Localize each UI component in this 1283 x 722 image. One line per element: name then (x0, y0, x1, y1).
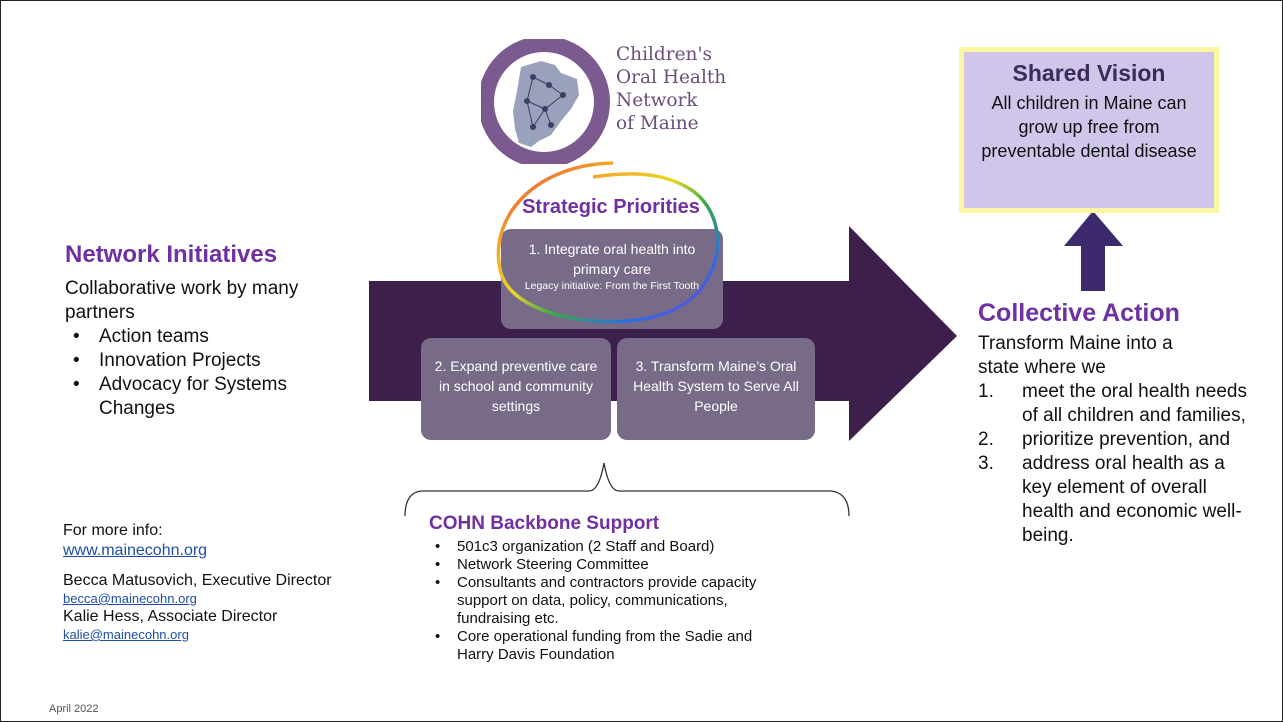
priority-2-box: 2. Expand preventive care in school and … (421, 338, 611, 440)
footer-date: April 2022 (49, 703, 99, 715)
person-2: Kalie Hess, Associate Director (63, 608, 278, 625)
backbone-list: 501c3 organization (2 Staff and Board) N… (429, 538, 789, 664)
backbone-item: Core operational funding from the Sadie … (429, 628, 789, 664)
network-item: Innovation Projects (65, 349, 325, 373)
backbone-title: COHN Backbone Support (429, 513, 660, 534)
backbone-item: 501c3 organization (2 Staff and Board) (429, 538, 789, 556)
item-number: 2. (978, 429, 994, 450)
logo-line: of Maine (616, 113, 699, 134)
backbone-item: Network Steering Committee (429, 556, 789, 574)
shared-vision-title: Shared Vision (1012, 60, 1166, 86)
network-list: Action teams Innovation Projects Advocac… (65, 325, 325, 421)
item-number: 3. (978, 453, 994, 474)
priority-3-box: 3. Transform Maine’s Oral Health System … (617, 338, 815, 440)
priority-1-text: 1. Integrate oral health into primary ca… (528, 241, 696, 277)
priority-2-text: 2. Expand preventive care in school and … (434, 358, 598, 414)
logo-line: Children's (616, 44, 713, 65)
collective-list: 1. meet the oral health needs of all chil… (978, 380, 1248, 548)
person-1: Becca Matusovich, Executive Director (63, 572, 332, 589)
rainbow-loop-icon (496, 161, 720, 324)
priority-3-text: 3. Transform Maine’s Oral Health System … (633, 358, 799, 414)
logo-name: Children's Oral Health Network of Maine (616, 43, 726, 135)
contact-label: For more info: (63, 522, 163, 539)
up-arrow (1064, 211, 1123, 291)
collective-item: 2. prioritize prevention, and (978, 428, 1248, 452)
network-item: Advocacy for Systems Changes (65, 373, 325, 421)
collective-action: Collective Action Transform Maine into a… (978, 299, 1268, 548)
network-item: Action teams (65, 325, 325, 349)
network-intro: Collaborative work by many partners (65, 278, 299, 323)
collective-item: 3. address oral health as a key element o… (978, 452, 1248, 548)
network-initiatives-title: Network Initiatives (65, 241, 278, 268)
collective-intro: Transform Maine into a state where we (978, 333, 1173, 378)
logo-line: Oral Health (616, 67, 727, 88)
priority-1-subtext: Legacy initiative: From the First Tooth (524, 280, 700, 292)
email-link-1[interactable]: becca@mainecohn.org (63, 591, 197, 606)
shared-vision-text: All children in Maine can grow up free f… (981, 93, 1197, 161)
item-text: address oral health as a key element of … (1022, 453, 1242, 546)
network-initiatives: Network Initiatives Collaborative work b… (65, 241, 365, 421)
contact-info: For more info: www.mainecohn.org Becca M… (63, 521, 393, 643)
email-link-2[interactable]: kalie@mainecohn.org (63, 627, 189, 642)
backbone-brace (404, 462, 850, 517)
item-text: prioritize prevention, and (1022, 429, 1231, 450)
item-number: 1. (978, 381, 994, 402)
shared-vision-box: Shared Vision All children in Maine can … (959, 47, 1219, 213)
logo-line: Network (616, 90, 698, 111)
website-link[interactable]: www.mainecohn.org (63, 542, 208, 559)
collective-action-title: Collective Action (978, 299, 1180, 327)
logo: Children's Oral Health Network of Maine (478, 36, 781, 168)
collective-item: 1. meet the oral health needs of all chil… (978, 380, 1248, 428)
priority-1-box: 1. Integrate oral health into primary ca… (501, 229, 723, 329)
backbone-item: Consultants and contractors provide capa… (429, 574, 789, 628)
strategic-priorities-title: Strategic Priorities (522, 196, 700, 218)
maine-map-icon (478, 36, 610, 168)
backbone-support: COHN Backbone Support 501c3 organization… (429, 513, 789, 664)
item-text: meet the oral health needs of all childr… (1022, 381, 1247, 426)
